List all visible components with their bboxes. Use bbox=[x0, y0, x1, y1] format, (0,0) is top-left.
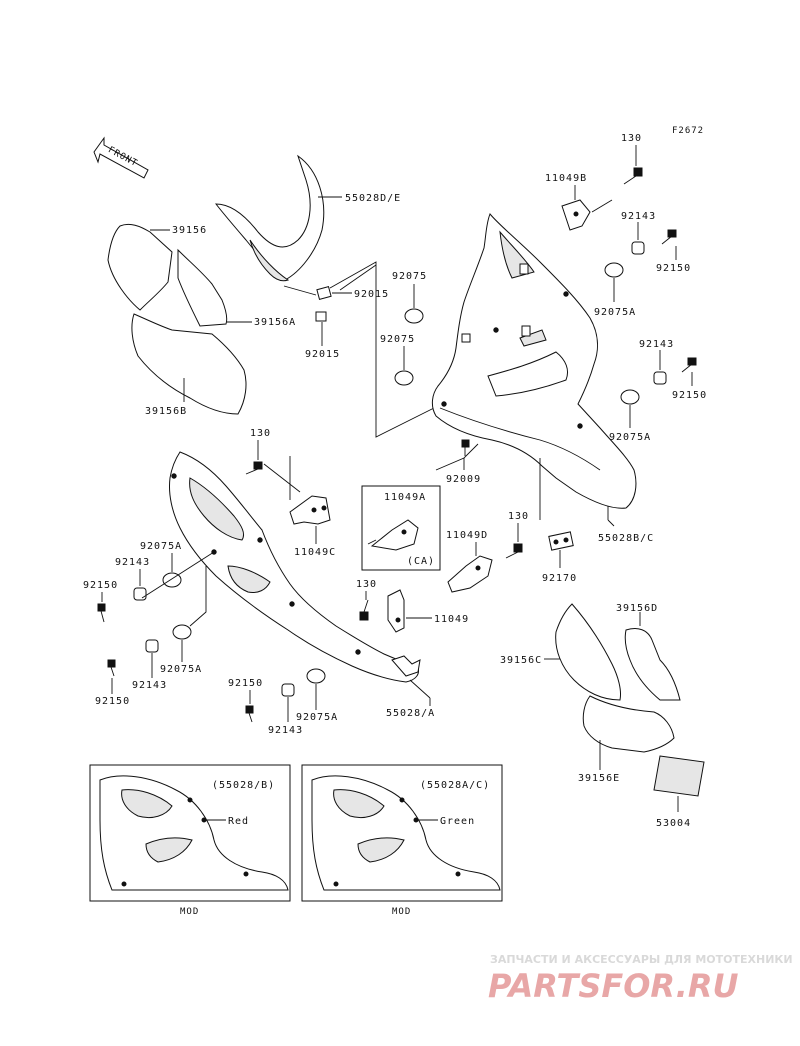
inner-panel-39156B bbox=[131, 313, 247, 415]
clip-part bbox=[315, 311, 327, 322]
label-92150-c: 92150 bbox=[83, 580, 118, 591]
label-92015-a: 92015 bbox=[354, 289, 389, 300]
label-92075-a: 92075 bbox=[392, 271, 427, 282]
bolt-part bbox=[245, 461, 263, 475]
bolt-part bbox=[359, 599, 369, 621]
watermark-logo: PARTSFOR.RU bbox=[488, 967, 738, 1005]
bracket-part bbox=[387, 589, 405, 633]
inner-panel-39156E bbox=[582, 695, 675, 753]
label-39156A: 39156A bbox=[254, 317, 296, 328]
inset-green-ref: (55028A/C) bbox=[420, 780, 490, 791]
label-11049A-ca: (CA) bbox=[407, 556, 435, 567]
label-11049B-top: 11049B bbox=[545, 173, 587, 184]
label-92075A-e: 92075A bbox=[296, 712, 338, 723]
label-92143-c: 92143 bbox=[115, 557, 150, 568]
label-55028A: 55028/A bbox=[386, 708, 435, 719]
label-92075A-c: 92075A bbox=[140, 541, 182, 552]
upper-cowl-part bbox=[214, 154, 325, 282]
inset-red-caption: MOD bbox=[180, 907, 199, 917]
side-fairing-right bbox=[431, 213, 637, 509]
label-92150-a: 92150 bbox=[656, 263, 691, 274]
bolt-part bbox=[661, 229, 697, 373]
label-130-mid: 130 bbox=[250, 428, 271, 439]
label-130-right: 130 bbox=[508, 511, 529, 522]
label-39156E: 39156E bbox=[578, 773, 620, 784]
heat-shield-53004 bbox=[653, 755, 705, 797]
inset-green-color: Green bbox=[440, 816, 475, 827]
label-92170: 92170 bbox=[542, 573, 577, 584]
clip-part bbox=[316, 286, 332, 300]
bolt-part bbox=[505, 543, 523, 559]
label-92150-d: 92150 bbox=[95, 696, 130, 707]
inner-panel-39156A bbox=[177, 248, 228, 327]
label-92009: 92009 bbox=[446, 474, 481, 485]
inner-panel-39156 bbox=[107, 223, 173, 311]
label-92143-b: 92143 bbox=[639, 339, 674, 350]
label-53004: 53004 bbox=[656, 818, 691, 829]
collar-part bbox=[631, 241, 667, 385]
label-92075A-a: 92075A bbox=[594, 307, 636, 318]
label-130-top: 130 bbox=[621, 133, 642, 144]
label-92143-a: 92143 bbox=[621, 211, 656, 222]
label-11049: 11049 bbox=[434, 614, 469, 625]
bracket-part bbox=[289, 495, 331, 525]
label-55028D: 55028D/E bbox=[345, 193, 401, 204]
inset-red bbox=[89, 764, 291, 902]
label-39156C: 39156C bbox=[500, 655, 542, 666]
watermark-tagline: ЗАПЧАСТИ И АКСЕССУАРЫ ДЛЯ МОТОТЕХНИКИ bbox=[490, 953, 793, 966]
label-92075-b: 92075 bbox=[380, 334, 415, 345]
label-130-low: 130 bbox=[356, 579, 377, 590]
bracket-part bbox=[561, 199, 591, 231]
label-92143-e: 92143 bbox=[268, 725, 303, 736]
label-92150-e: 92150 bbox=[228, 678, 263, 689]
inner-panel-39156D bbox=[624, 627, 681, 701]
lower-fairing-left bbox=[169, 451, 421, 683]
grommet-part bbox=[162, 572, 326, 684]
front-arrow-icon: FRONT bbox=[93, 136, 149, 179]
label-11049C: 11049C bbox=[294, 547, 336, 558]
clip-part bbox=[548, 531, 574, 551]
label-39156: 39156 bbox=[172, 225, 207, 236]
inset-red-color: Red bbox=[228, 816, 249, 827]
label-11049A: 11049A bbox=[384, 492, 426, 503]
inset-green-caption: MOD bbox=[392, 907, 411, 917]
label-92075A-b: 92075A bbox=[609, 432, 651, 443]
label-92075A-d: 92075A bbox=[160, 664, 202, 675]
label-39156D: 39156D bbox=[616, 603, 658, 614]
label-92150-b: 92150 bbox=[672, 390, 707, 401]
bracket-part bbox=[447, 555, 493, 593]
label-92143-d: 92143 bbox=[132, 680, 167, 691]
label-92015-b: 92015 bbox=[305, 349, 340, 360]
grommet-part bbox=[394, 262, 640, 405]
figure-code: F2672 bbox=[672, 126, 704, 136]
inset-red-ref: (55028/B) bbox=[212, 780, 275, 791]
collar-part bbox=[133, 587, 295, 697]
screw-part bbox=[461, 439, 470, 456]
label-39156B: 39156B bbox=[145, 406, 187, 417]
label-11049D: 11049D bbox=[446, 530, 488, 541]
bolt-part bbox=[97, 603, 254, 723]
inner-panel-39156C bbox=[555, 603, 621, 701]
inset-11049A bbox=[361, 485, 441, 571]
inset-green bbox=[301, 764, 503, 902]
label-55028BC: 55028B/C bbox=[598, 533, 654, 544]
bolt-part bbox=[623, 167, 643, 185]
